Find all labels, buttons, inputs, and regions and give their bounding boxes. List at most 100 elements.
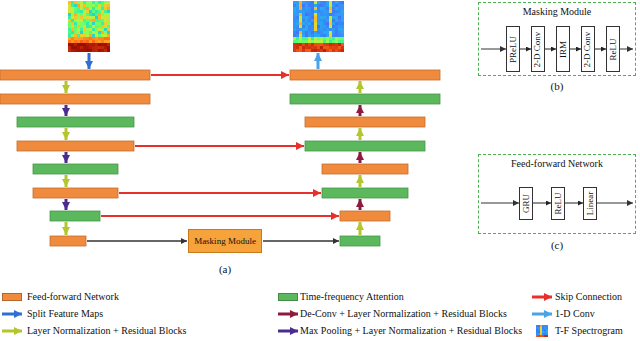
spectrogram-cell [71,28,74,31]
encoder-arrow [65,105,68,116]
encoder-arrow [65,199,68,210]
spectrogram-cell [538,331,540,333]
spectrogram-cell [323,22,326,25]
spectrogram-cell [296,16,299,19]
spectrogram-cell [546,333,548,335]
spectrogram-cell [311,31,314,34]
spectrogram-cell [83,10,86,13]
spectrogram-cell [296,7,299,10]
spectrogram-cell [538,335,540,337]
decoder-arrow [359,152,362,163]
spectrogram-cell [74,28,77,31]
spectrogram-cell [95,43,98,46]
spectrogram-cell [86,28,89,31]
spectrogram-cell [98,4,101,7]
skip-arrow [101,215,339,217]
spectrogram-cell [308,46,311,49]
spectrogram-cell [314,37,317,40]
spectrogram-cell [326,13,329,16]
spectrogram-cell [98,1,101,4]
spectrogram-cell [341,22,344,25]
spectrogram-cell [71,1,74,4]
layer-label: PReLU [509,36,518,63]
spectrogram-cell [293,16,296,19]
spectrogram-cell [71,40,74,43]
spectrogram-cell [296,22,299,25]
spectrogram-cell [95,46,98,49]
spectrogram-cell [86,16,89,19]
spectrogram-cell [332,16,335,19]
spectrogram-cell [80,43,83,46]
spectrogram-cell [107,40,110,43]
spectrogram-cell [305,13,308,16]
panel-label: (b) [537,79,577,93]
spectrogram-cell [335,46,338,49]
spectrogram-cell [74,31,77,34]
spectrogram-cell [86,31,89,34]
spectrogram-cell [538,333,540,335]
spectrogram-cell [86,43,89,46]
spectrogram-cell [320,46,323,49]
spectrogram-cell [92,31,95,34]
layer-label: 2-D Conv [533,31,542,67]
spectrogram-cell [74,10,77,13]
spectrogram-cell [296,46,299,49]
spectrogram-cell [308,31,311,34]
spectrogram-cell [71,10,74,13]
spectrogram-cell [80,10,83,13]
spectrogram-cell [86,7,89,10]
spectrogram-cell [329,34,332,37]
spectrogram-cell [305,4,308,7]
spectrogram-cell [326,37,329,40]
spectrogram-cell [329,22,332,25]
spectrogram-cell [546,335,548,337]
spectrogram-cell [296,25,299,28]
spectrogram-cell [92,7,95,10]
spectrogram-cell [98,19,101,22]
spectrogram-cell [95,22,98,25]
spectrogram-cell [335,37,338,40]
spectrogram-cell [302,28,305,31]
decoder-arrow [359,105,362,116]
spectrogram-cell [77,49,80,52]
spectrogram-cell [341,28,344,31]
spectrogram-cell [308,19,311,22]
spectrogram-cell [338,22,341,25]
spectrogram-cell [326,10,329,13]
spectrogram-cell [299,1,302,4]
spectrogram-cell [305,22,308,25]
decoder-arrow [359,175,362,187]
legend-swatch [2,293,22,301]
spectrogram-cell [329,10,332,13]
encoder-bar [17,141,134,151]
spectrogram-cell [332,22,335,25]
spectrogram-cell [77,31,80,34]
spectrogram-cell [95,19,98,22]
spectrogram-cell [293,43,296,46]
spectrogram-cell [104,49,107,52]
spectrogram-cell [311,13,314,16]
spectrogram-cell [326,43,329,46]
spectrogram-cell [299,25,302,28]
skip-arrow [119,192,321,194]
spectrogram-cell [305,7,308,10]
spectrogram-cell [89,37,92,40]
spectrogram-cell [74,4,77,7]
spectrogram-cell [323,1,326,4]
encoder-arrow [65,152,68,163]
spectrogram-cell [329,46,332,49]
spectrogram-cell [329,43,332,46]
spectrogram-cell [92,28,95,31]
spectrogram-cell [98,25,101,28]
spectrogram-cell [98,49,101,52]
encoder-arrow [65,222,68,235]
encoder-arrow [65,175,68,187]
spectrogram-cell [71,16,74,19]
spectrogram-cell [89,13,92,16]
legend-arrow [2,313,22,316]
spectrogram-cell [299,37,302,40]
spectrogram-cell [92,40,95,43]
spectrogram-cell [332,25,335,28]
spectrogram-cell [308,40,311,43]
input-arrow [481,49,506,50]
